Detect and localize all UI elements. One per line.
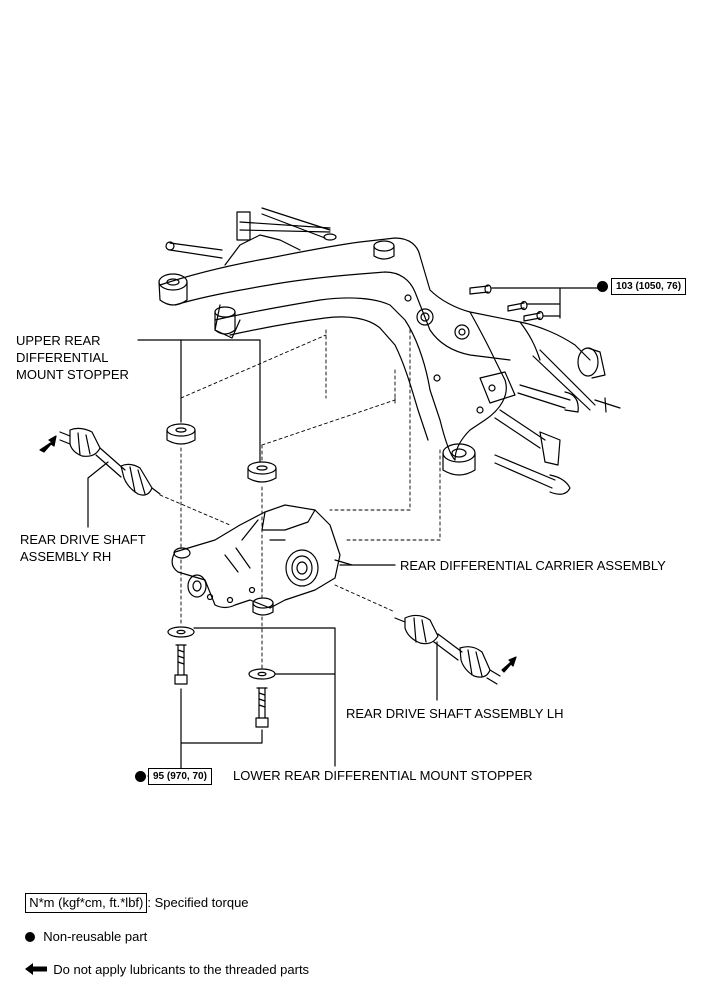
filled-circle-icon xyxy=(25,932,36,942)
lower-mount-stopper-label: LOWER REAR DIFFERENTIAL MOUNT STOPPER xyxy=(233,768,533,783)
rear-drive-shaft-lh xyxy=(394,614,517,701)
non-reusable-marker-icon xyxy=(597,281,608,292)
legend-torque-text: : Specified torque xyxy=(147,895,249,910)
alignment-lines xyxy=(159,329,441,669)
upper-torque-spec: 103 (1050, 76) xyxy=(611,278,687,295)
member-mount-bolts xyxy=(469,284,599,322)
non-reusable-marker-icon xyxy=(135,771,146,782)
lower-mount-stoppers-and-bolts xyxy=(147,626,336,777)
rear-suspension-member xyxy=(158,207,621,495)
legend-nonreusable: Non-reusable part xyxy=(18,910,147,946)
rear-differential-carrier xyxy=(171,504,396,616)
differential-carrier-label: REAR DIFFERENTIAL CARRIER ASSEMBLY xyxy=(400,558,666,573)
drive-shaft-lh-label: REAR DRIVE SHAFT ASSEMBLY LH xyxy=(346,706,564,721)
legend-torque: N*m (kgf*cm, ft.*lbf): Specified torque xyxy=(18,875,249,913)
drive-shaft-rh-label: REAR DRIVE SHAFT ASSEMBLY RH xyxy=(20,532,146,564)
lower-torque-spec: 95 (970, 70) xyxy=(148,768,212,785)
legend-torque-box: N*m (kgf*cm, ft.*lbf) xyxy=(25,893,148,913)
legend-no-lube-text: Do not apply lubricants to the threaded … xyxy=(53,962,310,977)
legend-nonreusable-text: Non-reusable part xyxy=(43,929,148,944)
upper-mount-stoppers xyxy=(137,339,277,483)
upper-mount-stopper-label: UPPER REAR DIFFERENTIAL MOUNT STOPPER xyxy=(16,333,129,382)
left-arrow-icon xyxy=(25,963,48,975)
rear-drive-shaft-rh xyxy=(39,427,161,528)
legend-no-lube: Do not apply lubricants to the threaded … xyxy=(18,943,309,979)
